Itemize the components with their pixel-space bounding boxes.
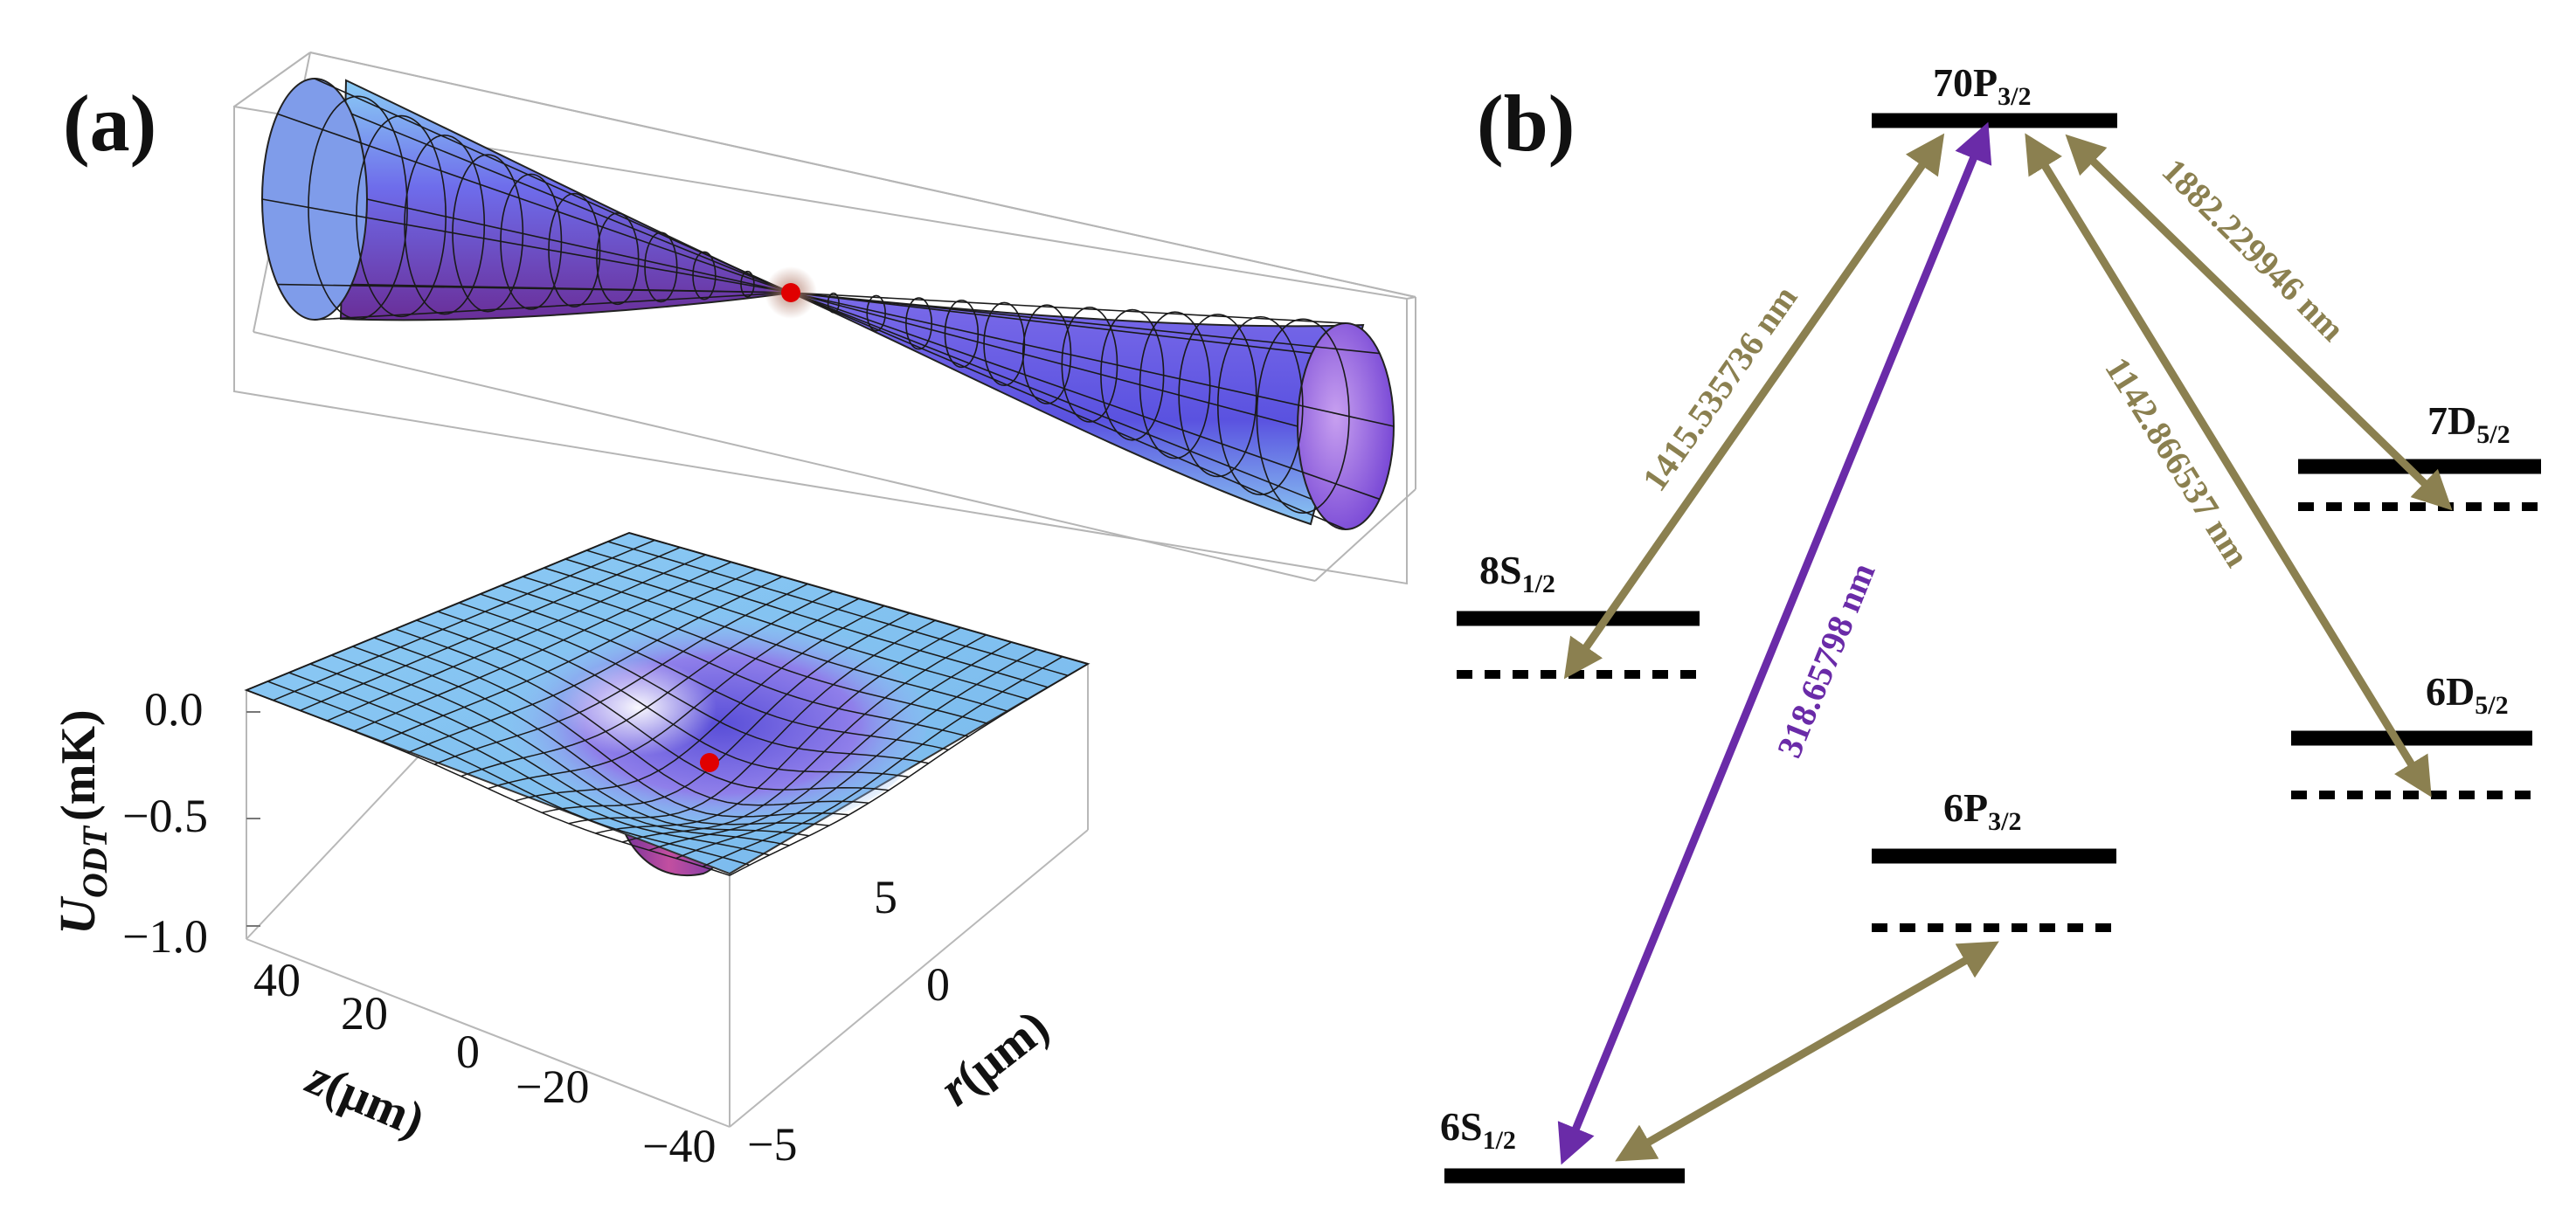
transition-arrows bbox=[1557, 121, 2453, 1165]
surface-mesh-line bbox=[675, 648, 1038, 860]
surface-mesh-line bbox=[628, 532, 1089, 665]
u-tick-1: −0.5 bbox=[122, 790, 208, 842]
panel-b-label: (b) bbox=[1477, 79, 1575, 168]
z-axis-title: z(μm) bbox=[298, 1047, 433, 1148]
level-6d-label: 6D5/2 bbox=[2426, 669, 2509, 720]
r-axis: 5 0 −5 r(μm) bbox=[747, 871, 1059, 1171]
arrow-8s-70p bbox=[1563, 133, 1945, 680]
r-tick-2: −5 bbox=[747, 1118, 797, 1171]
surface-mesh-line bbox=[607, 541, 1069, 677]
wavelength-labels: 1415.535736 nm 318.65798 nm 1142.866537 … bbox=[1635, 151, 2353, 763]
u-tick-2: −1.0 bbox=[122, 910, 208, 963]
surface-mesh-line bbox=[648, 641, 1012, 852]
r-tick-0: 5 bbox=[874, 871, 897, 923]
panel-a-3d-plots: (a) bbox=[49, 52, 1416, 1172]
trapped-atom-bottom bbox=[700, 753, 719, 772]
gaussian-beam-plot bbox=[233, 52, 1416, 585]
panel-b-level-diagram: (b) 70P3/2 8S1/2 7D5/2 6D5/2 6P3/2 6 bbox=[1440, 60, 2541, 1184]
r-axis-title: r(μm) bbox=[929, 998, 1059, 1116]
level-6p-label: 6P3/2 bbox=[1943, 785, 2021, 836]
surface-mesh-line bbox=[729, 663, 1089, 876]
beam-mesh bbox=[261, 78, 1395, 530]
potential-surface-plot: 0.0 −0.5 −1.0 UODT(mK) 40 20 0 −20 −40 z… bbox=[49, 531, 1091, 1172]
z-tick-0: 40 bbox=[253, 954, 301, 1006]
level-70p-label: 70P3/2 bbox=[1933, 60, 2031, 111]
arrow-6s-6p bbox=[1615, 941, 1999, 1162]
surface-mesh-line bbox=[702, 656, 1063, 867]
level-6s-label: 6S1/2 bbox=[1440, 1104, 1516, 1155]
arrow-70p-7d bbox=[2065, 134, 2453, 511]
beam-box-front bbox=[253, 52, 1416, 582]
z-tick-4: −40 bbox=[642, 1120, 716, 1172]
wavelength-8s: 1415.535736 nm bbox=[1635, 279, 1805, 499]
panel-a-label: (a) bbox=[63, 79, 156, 168]
beam-left-cone bbox=[339, 79, 794, 321]
surface-mesh bbox=[246, 532, 1089, 876]
trapped-atom-top bbox=[781, 283, 800, 302]
u-tick-marks bbox=[246, 711, 260, 927]
potential-axis-title: UODT(mK) bbox=[49, 709, 114, 935]
surface-mesh-line bbox=[586, 549, 1049, 688]
z-tick-3: −20 bbox=[516, 1060, 589, 1113]
well-highlight bbox=[559, 660, 717, 756]
level-7d-label: 7D5/2 bbox=[2427, 398, 2510, 449]
potential-axis: 0.0 −0.5 −1.0 UODT(mK) bbox=[49, 683, 260, 963]
r-tick-1: 0 bbox=[926, 958, 950, 1011]
level-8s-label: 8S1/2 bbox=[1479, 548, 1555, 598]
wavelength-6s: 318.65798 nm bbox=[1769, 557, 1883, 763]
u-tick-0: 0.0 bbox=[144, 683, 204, 736]
z-tick-1: 20 bbox=[341, 987, 388, 1040]
z-tick-2: 0 bbox=[456, 1026, 480, 1078]
z-axis: 40 20 0 −20 −40 z(μm) bbox=[253, 954, 716, 1172]
